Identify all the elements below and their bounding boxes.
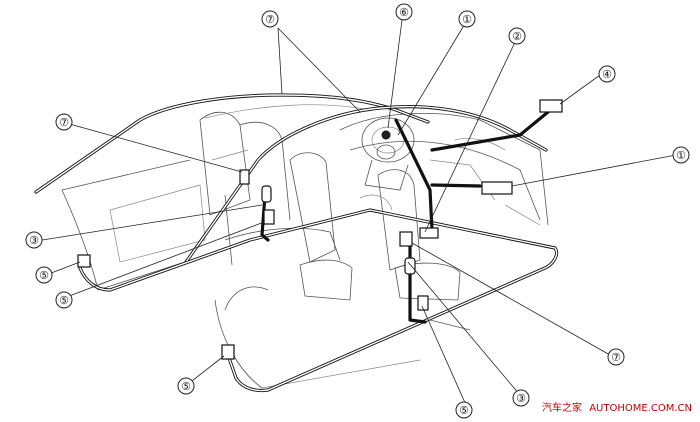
svg-text:⑦: ⑦ [59,116,69,129]
car-body-outline [61,104,549,389]
svg-text:⑦: ⑦ [611,351,621,364]
watermark-site-cn: 汽车之家 [542,403,583,414]
callout-7-left: ⑦ [55,113,73,131]
callout-3-bottom: ③ [512,389,530,407]
connector-module-1 [481,181,513,195]
connector-front-seat-5 [417,295,429,311]
connector-rear-left [263,209,275,225]
connector-pillar-left [239,169,250,185]
svg-text:①: ① [676,149,686,162]
sensor-front-seat-3 [404,257,416,275]
callout-3-left: ③ [25,231,43,249]
wire-harness [34,93,559,393]
watermark: 汽车之家 AUTOHOME.COM.CN [542,399,692,414]
svg-text:③: ③ [29,234,39,247]
steering-airbag-connector [381,130,391,140]
callout-5-bottom-left: ⑤ [177,377,195,395]
callout-5-bottom: ⑤ [455,401,473,419]
callout-7-top: ⑦ [261,10,279,28]
callout-7-right: ⑦ [607,348,625,366]
callout-6-top: ⑥ [395,3,413,21]
svg-text:⑤: ⑤ [39,269,49,282]
callout-5-left-lower: ⑤ [55,291,73,309]
svg-text:⑤: ⑤ [181,380,191,393]
svg-text:⑥: ⑥ [399,6,409,19]
svg-text:⑤: ⑤ [59,294,69,307]
svg-text:③: ③ [516,392,526,405]
connector-front-seat-7 [399,231,413,247]
connector-module-2 [419,227,439,239]
callout-1-right: ① [672,146,690,164]
connector-5-left [77,254,91,268]
callout-1-top: ① [458,10,476,28]
connector-module-4 [539,99,563,113]
sensor-rear-left [261,185,272,203]
callout-4-right: ④ [598,65,616,83]
svg-text:①: ① [462,13,472,26]
svg-text:⑤: ⑤ [459,404,469,417]
leader-lines [35,19,677,406]
connector-5-lower [221,344,235,360]
callouts: ⑦ ⑥ ① ② ④ ⑦ ① ③ [25,3,690,419]
callout-5-left-upper: ⑤ [35,266,53,284]
svg-text:②: ② [512,30,522,43]
svg-text:⑦: ⑦ [265,13,275,26]
callout-2-top: ② [508,27,526,45]
connectors [77,99,563,360]
svg-text:④: ④ [602,68,612,81]
watermark-site-en: AUTOHOME.COM.CN [589,403,692,414]
